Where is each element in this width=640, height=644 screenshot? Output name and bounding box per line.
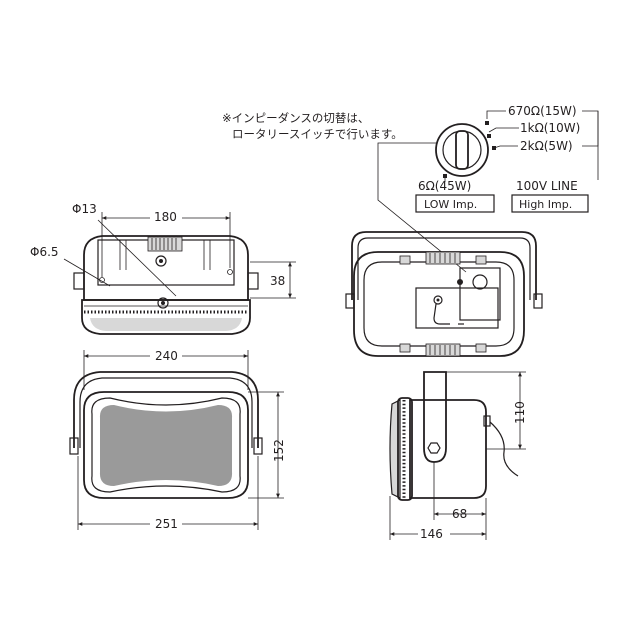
top-view-tab-left [73,272,85,290]
rear-view [345,231,543,357]
top-view-grille [81,299,251,335]
top-view-lens [90,318,242,331]
rotary-switch-detail [435,110,599,182]
rotary-switch-knob [455,130,469,170]
side-view-grille [397,397,413,501]
side-view-body [409,399,487,499]
rotary-switch-inner [442,130,482,170]
rear-view-cable-gland [433,295,443,305]
top-view [63,219,259,335]
dim-240: 240 [155,349,178,363]
front-view [69,371,263,499]
side-view-cable [489,421,519,477]
note-line-1: ※インピーダンスの切替は、 [222,111,369,125]
leader-670 [486,110,506,119]
note-line-2: ロータリースイッチで行います。 [232,127,403,141]
rear-view-fins-bottom [425,343,461,357]
dim-110: 110 [513,401,527,424]
rear-view-inner [363,261,515,347]
side-view-cable-gland [483,415,491,427]
bracket-100v [582,110,599,147]
leader-phi6-5 [63,258,111,287]
dim-phi13: Φ13 [72,202,97,216]
low-imp-label: LOW Imp. [424,198,477,211]
leader-1k [488,127,519,133]
tap-marker-6 [443,174,447,178]
side-view-bracket-arm [423,371,447,463]
top-view-bolt-upper [155,255,167,267]
top-view-tab-right [247,272,259,290]
switch-leader-line [377,142,467,273]
dim-251: 251 [155,517,178,531]
tap-label-670: 670Ω(15W) [508,104,577,118]
front-view-housing [83,391,249,499]
front-view-knob-right [253,437,263,455]
top-view-hole-right [227,269,233,275]
tap-marker-1k [487,134,491,138]
rear-view-knob-right [533,293,543,309]
tap-label-1k: 1kΩ(10W) [520,121,580,135]
leader-phi13 [97,219,177,297]
low-imp-box [415,194,495,213]
high-imp-label: High Imp. [519,198,572,211]
front-view-knob-left [69,437,79,455]
dim-152: 152 [272,439,286,462]
front-view-bracket [73,371,259,448]
dim-180: 180 [154,210,177,224]
dim-38: 38 [270,274,285,288]
rotary-switch-outer [435,123,489,177]
side-view [389,371,519,501]
rear-view-switch-knob [472,274,488,290]
tap-marker-670 [485,121,489,125]
rear-view-fins-top [425,251,461,265]
front-view-lens-ring [91,397,241,493]
leader-2k [493,145,518,149]
dim-146: 146 [420,527,443,541]
rear-view-bracket [351,231,537,300]
front-view-lens [99,405,233,486]
side-view-bolt [427,442,441,454]
dim-68: 68 [452,507,467,521]
tap-label-2k: 2kΩ(5W) [520,139,573,153]
rear-view-switch-plate [459,267,501,321]
tap-label-6: 6Ω(45W) [418,179,471,193]
rear-view-cable [433,303,450,325]
rear-view-switch-dot [457,279,463,285]
rear-view-terminal-plate [415,287,499,329]
top-view-bolt-lower [157,297,169,309]
top-view-fins [147,236,183,252]
dim-phi6-5: Φ6.5 [30,245,59,259]
label-100v-line: 100V LINE [516,179,578,193]
high-imp-box [511,194,589,213]
rear-view-body [353,251,525,357]
